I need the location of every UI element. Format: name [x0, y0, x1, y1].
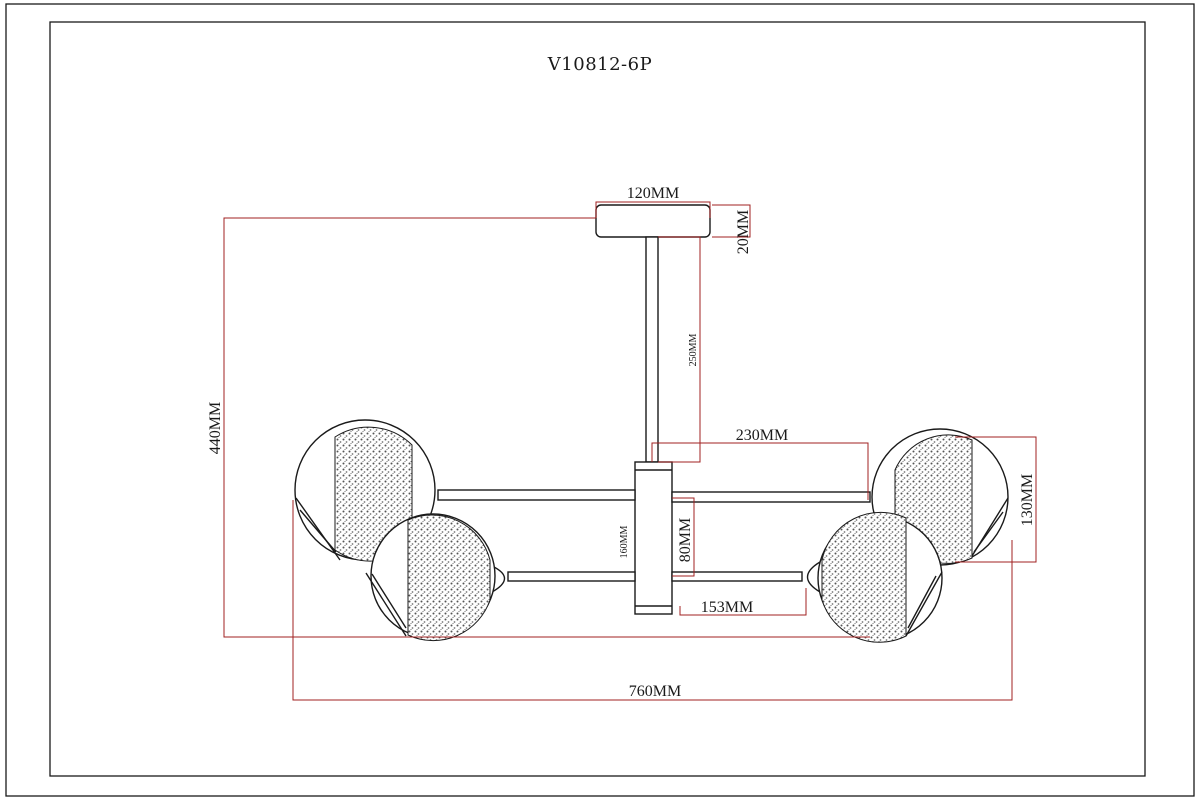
dim-rod-length: 250MM	[688, 334, 699, 367]
dim-globe-diameter: 130MM	[1019, 474, 1036, 526]
dim-canopy-height: 20MM	[735, 210, 752, 254]
central-body	[634, 461, 673, 615]
model-title: V10812-6P	[547, 54, 652, 75]
lower-arm-left	[507, 571, 636, 582]
upper-arm-right	[671, 491, 871, 503]
upper-arm-left	[437, 489, 636, 501]
rod	[645, 236, 659, 463]
dim-lower-arm: 153MM	[701, 599, 753, 616]
dim-total-width: 760MM	[629, 683, 681, 700]
dim-arm-reach: 230MM	[736, 427, 788, 444]
dim-total-height: 440MM	[207, 402, 224, 454]
chandelier	[294, 204, 1009, 643]
canopy	[595, 204, 711, 238]
globe-lower-left	[365, 513, 496, 642]
dimension-lines: 120MM 20MM 250MM 440MM 230MM 130MM 160MM…	[207, 185, 1037, 701]
dim-body-height: 160MM	[619, 526, 630, 559]
outer-border	[5, 3, 1195, 797]
dim-arm-spacing: 80MM	[677, 518, 694, 562]
inner-border	[49, 21, 1146, 777]
dim-canopy-width: 120MM	[627, 185, 679, 202]
globe-lower-right	[817, 511, 943, 643]
